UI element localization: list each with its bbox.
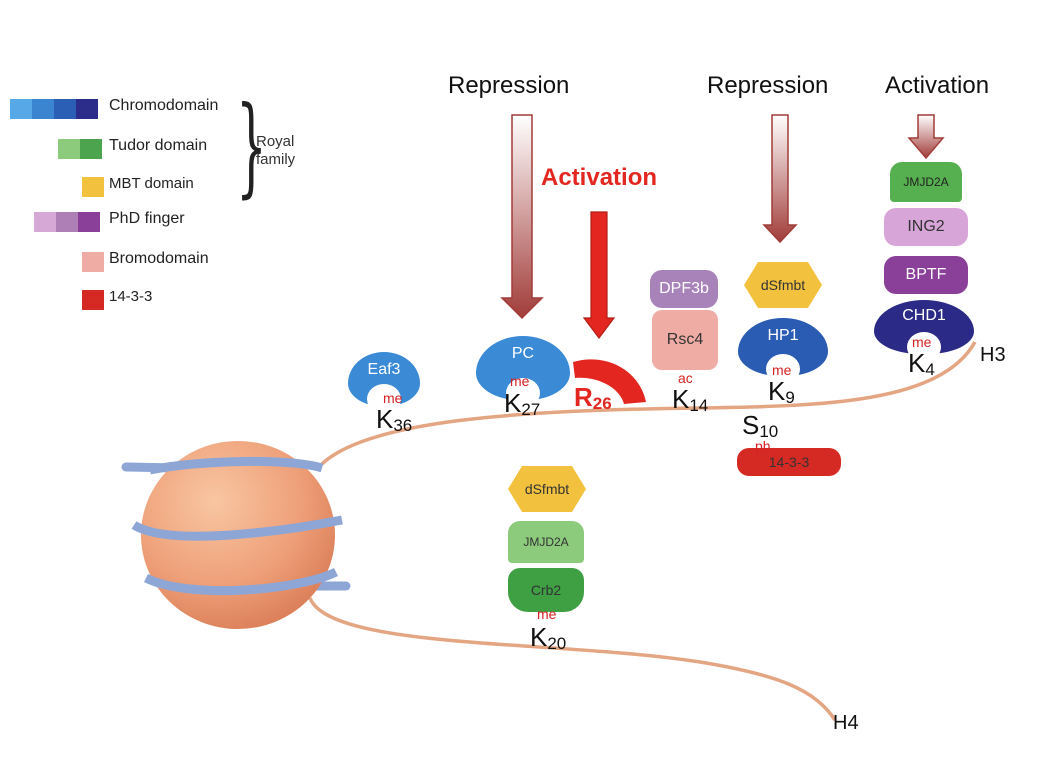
module-ing2: ING2 xyxy=(884,208,968,246)
royal-family-label: Royal family xyxy=(256,133,295,169)
header-activation-red: Activation xyxy=(541,164,658,191)
legend-label-tudor: Tudor domain xyxy=(109,137,208,154)
module-bptf: BPTF xyxy=(884,256,968,294)
module-dsfmbt-h4: dSfmbt xyxy=(508,466,586,512)
chromodomain-swatch xyxy=(10,99,98,119)
royal-family-brace: } xyxy=(236,84,267,209)
repression-arrow-1 xyxy=(500,114,544,320)
module-14-3-3: 14-3-3 xyxy=(737,448,841,476)
domain-legend: Chromodomain Tudor domain MBT domain } R… xyxy=(0,84,320,325)
royal-family-line-2: family xyxy=(256,151,296,168)
label-h4: H4 xyxy=(833,712,859,734)
royal-family-line-1: Royal xyxy=(256,133,295,150)
mark-k27: me xyxy=(510,373,530,389)
module-eaf3: Eaf3 xyxy=(348,352,420,414)
legend-label-chromodomain: Chromodomain xyxy=(109,97,219,114)
repression-arrow-2 xyxy=(762,114,798,244)
residue-k27: K27 xyxy=(504,388,541,419)
legend-label-1433: 14-3-3 xyxy=(109,288,153,305)
h4-tail xyxy=(308,597,837,721)
mark-k36: me xyxy=(383,390,403,406)
residue-k4: K4 xyxy=(908,348,935,379)
r26-reader-arc xyxy=(573,359,646,404)
bromo-swatch xyxy=(82,252,104,272)
module-dpf3b: DPF3b xyxy=(650,270,718,308)
label-h3: H3 xyxy=(980,344,1006,366)
mark-k20: me xyxy=(537,606,557,622)
module-hp1: HP1 xyxy=(738,318,828,384)
phd-swatch xyxy=(34,212,100,232)
legend-row-chromodomain: Chromodomain xyxy=(0,95,320,119)
residue-k20: K20 xyxy=(530,622,567,653)
mark-k4: me xyxy=(912,334,932,350)
legend-row-1433: 14-3-3 xyxy=(0,286,320,310)
module-jmjd2a-h4: JMJD2A xyxy=(508,521,584,563)
module-jmjd2a-h3: JMJD2A xyxy=(890,162,962,202)
dna-wraps xyxy=(131,456,343,596)
residue-k9: K9 xyxy=(768,376,795,407)
legend-label-bromo: Bromodomain xyxy=(109,250,209,267)
module-crb2: Crb2 xyxy=(508,568,584,612)
module-pc: PC xyxy=(476,336,570,408)
mark-s10: ph xyxy=(755,438,771,454)
mark-k14: ac xyxy=(678,370,693,386)
residue-k36: K36 xyxy=(376,404,413,435)
module-rsc4: Rsc4 xyxy=(652,310,718,370)
h3-tail xyxy=(316,341,977,470)
activation-arrow-top xyxy=(907,114,945,160)
residue-r26: R26 xyxy=(574,382,612,413)
residue-s10: S10 xyxy=(742,410,779,441)
legend-row-mbt: MBT domain xyxy=(0,173,320,197)
tudor-swatch xyxy=(58,139,102,159)
module-dsfmbt-h3: dSfmbt xyxy=(744,262,822,308)
mark-k9: me xyxy=(772,362,792,378)
residue-k14: K14 xyxy=(672,384,709,415)
header-repression-2: Repression xyxy=(707,72,829,99)
legend-row-tudor: Tudor domain xyxy=(0,135,320,159)
legend-label-mbt: MBT domain xyxy=(109,175,194,192)
legend-label-phd: PhD finger xyxy=(109,210,185,227)
fourteen33-swatch xyxy=(82,290,104,310)
module-chd1: CHD1 xyxy=(874,300,974,362)
mbt-swatch xyxy=(82,177,104,197)
activation-arrow-red xyxy=(582,211,616,339)
legend-row-phd: PhD finger xyxy=(0,208,320,232)
legend-row-bromo: Bromodomain xyxy=(0,248,320,272)
header-repression-1: Repression xyxy=(448,72,570,99)
header-activation-top: Activation xyxy=(885,72,990,99)
